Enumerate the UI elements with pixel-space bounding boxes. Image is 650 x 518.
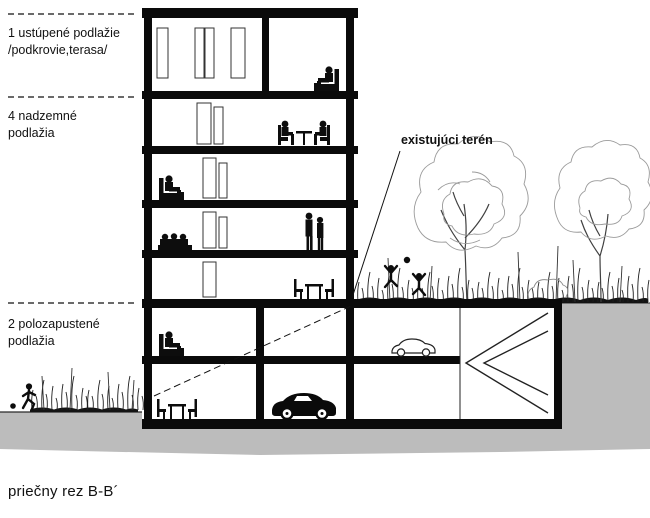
basement-mid-slab xyxy=(142,356,460,364)
car-outline-upper-garage xyxy=(391,338,436,357)
tree-center xyxy=(413,136,529,303)
reference-lines xyxy=(8,13,401,397)
label-semi-line1: 2 polozapustené xyxy=(8,317,100,331)
ball xyxy=(403,256,411,264)
attic-partition-wall xyxy=(262,17,269,91)
floor-slab xyxy=(142,200,358,208)
label-attic-floor: 1 ustúpené podlažie /podkrovie,terasa/ xyxy=(8,25,120,59)
label-attic-line2: /podkrovie,terasa/ xyxy=(8,43,108,57)
label-above-ground-floors: 4 nadzemné podlažia xyxy=(8,108,77,142)
tree-right xyxy=(554,140,650,303)
two-people-at-table xyxy=(278,120,330,145)
tree-canopy-sketch xyxy=(554,140,650,240)
label-above-line1: 4 nadzemné xyxy=(8,109,77,123)
far-right-wall xyxy=(554,299,562,429)
floor-slab xyxy=(142,91,358,99)
original-terrain-dashed-line xyxy=(153,305,352,397)
people-figures xyxy=(10,66,427,419)
kid-jumping xyxy=(383,263,399,289)
car-window xyxy=(294,396,312,401)
building-openings xyxy=(156,27,246,298)
floor-slab xyxy=(142,146,358,154)
basement-column xyxy=(256,308,264,419)
tree-trunk xyxy=(440,191,490,303)
brace-chevron xyxy=(482,330,549,396)
bush-sketch xyxy=(527,278,569,302)
person-in-armchair-attic xyxy=(314,66,339,91)
label-attic-line1: 1 ustúpené podlažie xyxy=(8,26,120,40)
car-wheel xyxy=(421,348,431,357)
floor-slab xyxy=(142,250,358,258)
person-kicking-ball xyxy=(21,382,37,411)
drawing-caption: priečny rez B-B´ xyxy=(8,483,119,500)
right-tower-wall xyxy=(346,8,354,429)
building-structure xyxy=(142,8,562,429)
basement-bracing xyxy=(459,308,549,419)
shrub-band-left xyxy=(30,407,138,412)
car-silhouette-garage xyxy=(272,393,336,421)
person-in-armchair-basement xyxy=(159,331,184,356)
people-on-sofa xyxy=(158,233,192,250)
tall-grass-stalks xyxy=(41,245,623,411)
label-semi-line2: podlažia xyxy=(8,334,55,348)
ball xyxy=(10,403,16,409)
brace-chevron xyxy=(464,312,549,414)
table-and-chairs xyxy=(294,279,334,299)
person-in-armchair-floor3 xyxy=(159,175,184,200)
tree-trunk xyxy=(580,209,609,303)
terrain-leader-line xyxy=(351,150,401,299)
table-and-chairs-basement xyxy=(157,399,197,419)
label-semi-recessed-floors: 2 polozapustené podlažia xyxy=(8,316,100,350)
tree-canopy-sketch xyxy=(413,136,529,251)
car-wheel xyxy=(396,348,406,357)
left-wall xyxy=(144,8,152,429)
kid-jumping xyxy=(411,271,427,297)
two-standing-people xyxy=(305,212,324,250)
label-above-line2: podlažia xyxy=(8,126,55,140)
roof-slab xyxy=(142,8,358,18)
label-existing-terrain: existujúci terén xyxy=(401,133,493,147)
